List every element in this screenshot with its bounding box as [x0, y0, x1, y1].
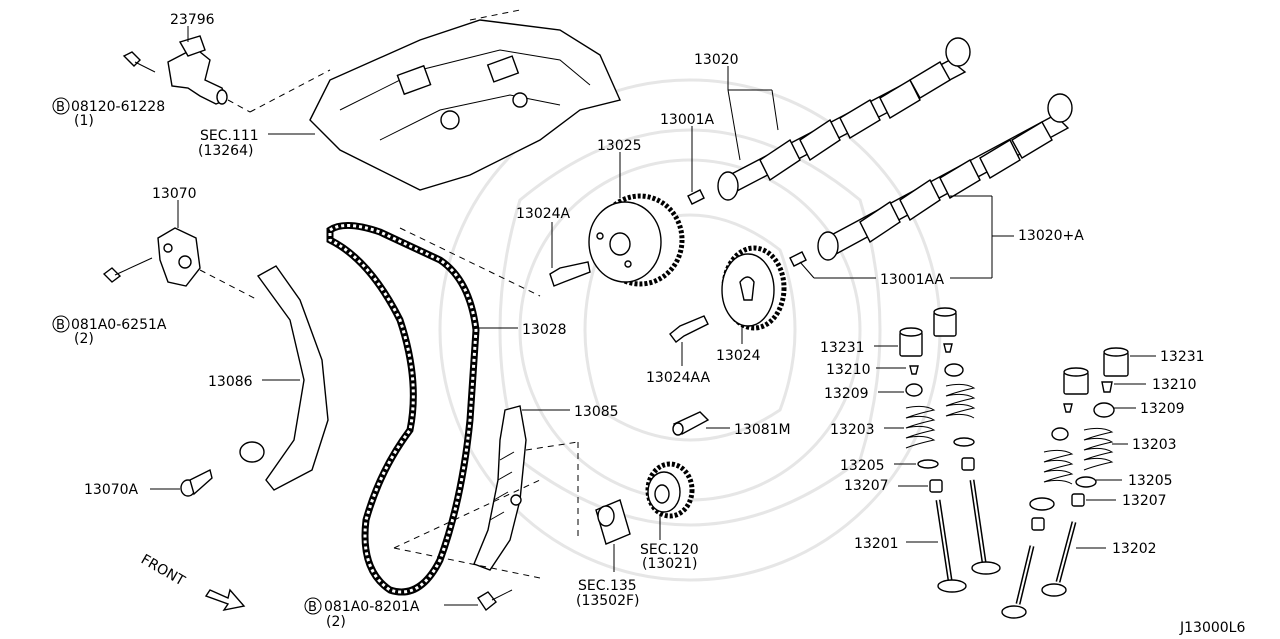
sensor-bolt[interactable] — [122, 51, 156, 73]
intake-valve[interactable] — [935, 479, 1001, 593]
label-13203-left: 13203 — [830, 422, 875, 438]
svg-text:B: B — [308, 600, 317, 615]
camshaft-upper[interactable] — [717, 37, 971, 201]
label-13024AA: 13024AA — [646, 370, 711, 386]
sprocket-bolt[interactable] — [549, 261, 591, 287]
valve-spring-seat-left[interactable] — [917, 437, 975, 469]
label-13070: 13070 — [152, 186, 197, 202]
label-13209-left: 13209 — [824, 386, 869, 402]
label-sec-111: SEC.111 — [200, 128, 259, 144]
label-sec-135: SEC.135 — [578, 578, 637, 594]
label-13205-left: 13205 — [840, 458, 885, 474]
valve-collet-right[interactable] — [1063, 381, 1113, 413]
diagram-code: J13000L6 — [1179, 620, 1245, 636]
label-13025: 13025 — [597, 138, 642, 154]
label-081A0-6251A-qty: (2) — [74, 331, 94, 347]
intake-sprocket-bolt[interactable] — [669, 315, 709, 343]
svg-text:B: B — [56, 318, 65, 333]
label-13024: 13024 — [716, 348, 761, 364]
label-13205-right: 13205 — [1128, 473, 1173, 489]
bolt-marker-08120: B — [52, 97, 70, 115]
cam-dowel-pin-upper[interactable] — [687, 189, 705, 205]
svg-text:B: B — [56, 100, 65, 115]
valve-oil-seal-right[interactable] — [1031, 493, 1085, 531]
intake-cam-sprocket[interactable] — [721, 245, 787, 331]
valve-retainer-left[interactable] — [905, 363, 964, 397]
label-081A0-8201A-qty: (2) — [326, 614, 346, 630]
exhaust-cam-sprocket[interactable] — [588, 193, 685, 287]
label-13231-left: 13231 — [820, 340, 865, 356]
label-13203-right: 13203 — [1132, 437, 1177, 453]
label-13086: 13086 — [208, 374, 253, 390]
label-13070A: 13070A — [84, 482, 139, 498]
label-08120-61228: 08120-61228 — [71, 99, 165, 115]
valve-spring-left[interactable] — [905, 383, 976, 449]
label-13201: 13201 — [854, 536, 899, 552]
cam-dowel-pin-lower[interactable] — [789, 251, 807, 267]
label-23796: 23796 — [170, 12, 215, 28]
label-13001AA: 13001AA — [880, 272, 945, 288]
chain-tensioner[interactable] — [157, 227, 201, 287]
label-081A0-8201A: 081A0-8201A — [324, 599, 420, 615]
crankshaft-sprocket[interactable] — [645, 461, 695, 519]
bolt-marker-081A0-6251A: B — [52, 315, 70, 333]
valve-spring-right[interactable] — [1043, 427, 1114, 485]
label-13028: 13028 — [522, 322, 567, 338]
label-sec-111-ref: (13264) — [198, 143, 253, 159]
label-13207-right: 13207 — [1122, 493, 1167, 509]
bolt-marker-081A0-8201A: B — [304, 597, 322, 615]
label-13081M: 13081M — [734, 422, 791, 438]
label-13202: 13202 — [1112, 541, 1157, 557]
label-sec-135-ref: (13502F) — [576, 593, 640, 609]
crank-spacer[interactable] — [595, 499, 631, 545]
cam-position-sensor[interactable] — [167, 35, 228, 105]
label-13207-left: 13207 — [844, 478, 889, 494]
chain-guide-tension-side[interactable] — [473, 405, 527, 571]
front-direction-indicator: FRONT — [138, 552, 246, 612]
label-081A0-6251A: 081A0-6251A — [71, 317, 167, 333]
tensioner-bolt[interactable] — [102, 257, 153, 283]
valve-collet-left[interactable] — [909, 343, 953, 375]
valve-lifter-right[interactable] — [1063, 347, 1129, 395]
guide-pivot-bolt[interactable] — [180, 468, 213, 497]
guide-mounting-bolt[interactable] — [477, 589, 513, 612]
front-label: FRONT — [138, 552, 188, 590]
label-sec-120: SEC.120 — [640, 542, 699, 558]
label-13024A: 13024A — [516, 206, 571, 222]
valve-lifter-left[interactable] — [899, 307, 957, 357]
label-13020+A: 13020+A — [1018, 228, 1084, 244]
valve-spring-seat-right[interactable] — [1029, 476, 1097, 511]
label-08120-61228-qty: (1) — [74, 113, 94, 129]
label-13210-left: 13210 — [826, 362, 871, 378]
label-13020: 13020 — [694, 52, 739, 68]
chain-guide-slack-side[interactable] — [239, 265, 329, 491]
valve-oil-seal-left[interactable] — [929, 457, 975, 493]
oil-jet-pin[interactable] — [672, 411, 710, 436]
exhaust-valve[interactable] — [1001, 521, 1077, 619]
label-13210-right: 13210 — [1152, 377, 1197, 393]
valve-cover[interactable] — [309, 9, 621, 191]
label-13001A: 13001A — [660, 112, 715, 128]
label-13209-right: 13209 — [1140, 401, 1185, 417]
label-13231-right: 13231 — [1160, 349, 1205, 365]
timing-chain[interactable] — [326, 222, 480, 596]
camshaft-lower[interactable] — [817, 93, 1073, 261]
label-13085: 13085 — [574, 404, 619, 420]
valve-retainer-right[interactable] — [1051, 402, 1115, 441]
label-sec-120-ref: (13021) — [642, 556, 697, 572]
